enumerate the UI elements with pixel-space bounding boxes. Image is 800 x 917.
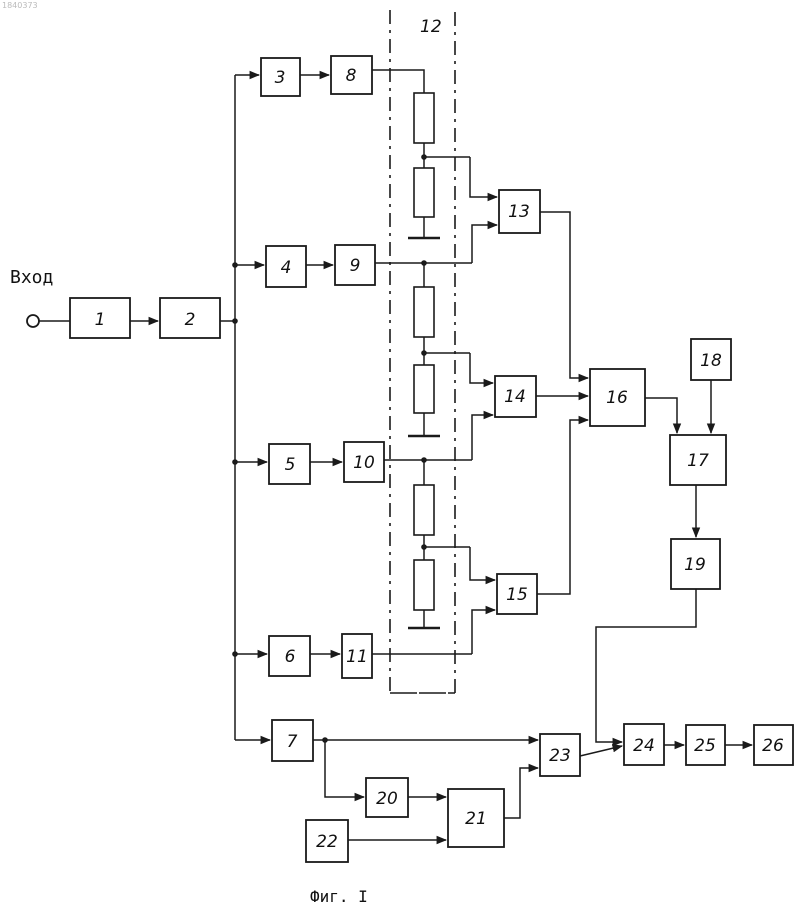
svg-text:25: 25 [694, 736, 716, 756]
block-4: 4 [266, 246, 306, 287]
svg-text:10: 10 [353, 453, 375, 473]
resistor-icon [414, 93, 434, 143]
block-14: 14 [495, 376, 536, 417]
svg-text:2: 2 [185, 310, 196, 330]
resistor-icon [414, 287, 434, 337]
svg-text:23: 23 [549, 746, 571, 766]
input-label: Вход [10, 267, 53, 288]
svg-text:7: 7 [287, 732, 298, 752]
block-17: 17 [670, 435, 726, 485]
block-3: 3 [261, 58, 300, 96]
svg-text:18: 18 [700, 351, 722, 371]
block-7: 7 [272, 720, 313, 761]
block-6: 6 [269, 636, 310, 676]
block-26: 26 [754, 725, 793, 765]
svg-text:20: 20 [376, 789, 398, 809]
svg-text:17: 17 [687, 451, 709, 471]
block-5: 5 [269, 444, 310, 484]
block-10: 10 [344, 442, 384, 482]
svg-text:4: 4 [281, 258, 292, 278]
block-22: 22 [306, 820, 348, 862]
svg-text:6: 6 [285, 647, 296, 667]
block-19: 19 [671, 539, 720, 589]
svg-text:21: 21 [465, 809, 487, 829]
figure-caption: Фиг. I [310, 887, 368, 906]
svg-text:16: 16 [606, 388, 628, 408]
svg-text:22: 22 [316, 832, 338, 852]
svg-text:24: 24 [633, 736, 655, 756]
block-2: 2 [160, 298, 220, 338]
block-20: 20 [366, 778, 408, 817]
svg-text:9: 9 [350, 256, 361, 276]
svg-text:1: 1 [95, 310, 106, 330]
svg-text:8: 8 [346, 66, 357, 86]
svg-text:15: 15 [506, 585, 528, 605]
patent-number-stamp: 1840373 [2, 1, 38, 10]
svg-text:11: 11 [346, 647, 368, 667]
svg-text:3: 3 [275, 68, 286, 88]
block-23: 23 [540, 734, 580, 776]
resistor-icon [414, 168, 434, 217]
svg-text:14: 14 [504, 387, 526, 407]
block-21: 21 [448, 789, 504, 847]
group-12-label: 12 [420, 17, 442, 37]
svg-text:13: 13 [508, 202, 530, 222]
block-11: 11 [342, 634, 372, 678]
block-25: 25 [686, 725, 725, 765]
block-18: 18 [691, 339, 731, 380]
resistor-icon [414, 485, 434, 535]
svg-text:26: 26 [762, 736, 784, 756]
block-15: 15 [497, 574, 537, 614]
input-terminal [27, 315, 39, 327]
block-16: 16 [590, 369, 645, 426]
resistor-icon [414, 560, 434, 610]
block-13: 13 [499, 190, 540, 233]
block-8: 8 [331, 56, 372, 94]
resistor-icon [414, 365, 434, 413]
svg-text:19: 19 [684, 555, 706, 575]
block-24: 24 [624, 724, 664, 765]
svg-text:5: 5 [285, 455, 296, 475]
block-1: 1 [70, 298, 130, 338]
block-9: 9 [335, 245, 375, 285]
